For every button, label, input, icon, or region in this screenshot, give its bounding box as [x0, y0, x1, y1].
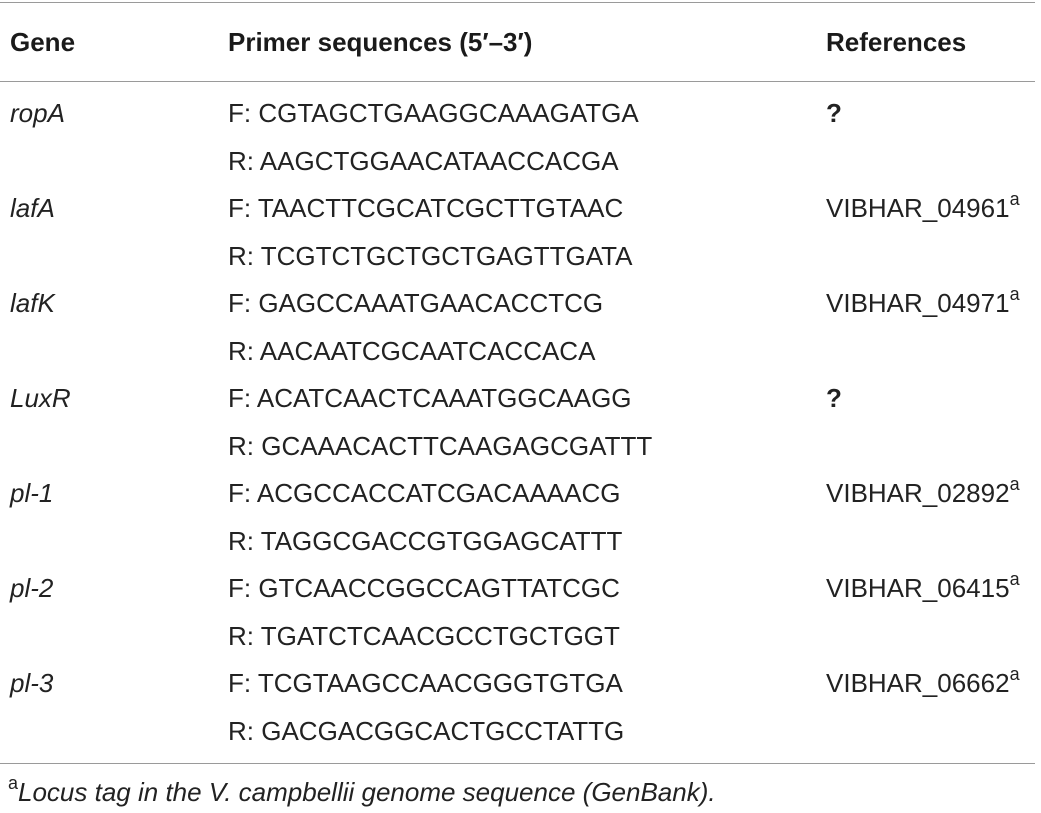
table-body: ropA F: CGTAGCTGAAGGCAAAGATGA? R: AAGCTGGA… [0, 90, 1035, 755]
header-primer-sequences: Primer sequences (5′–3′) [228, 27, 533, 57]
reference-text: ? [826, 383, 842, 413]
header-gene: Gene [10, 27, 76, 57]
gene-name: pl-1 [10, 478, 54, 508]
table-row: pl-3 F: TCGTAAGCCAACGGGTGTGA VIBHAR_06662a [0, 660, 1035, 708]
reference: VIBHAR_06662a [826, 660, 1020, 708]
table-row: LuxR F: ACATCAACTCAAATGGCAAGG? [0, 375, 1035, 423]
reference: VIBHAR_06415a [826, 565, 1020, 613]
gene-name: lafK [10, 288, 55, 318]
footnote-marker: a [8, 773, 19, 794]
reverse-primer: R: AACAATCGCAATCACCACA [228, 335, 596, 366]
reverse-primer: R: TGATCTCAACGCCTGCTGGT [228, 620, 620, 651]
reverse-primer: R: GACGACGGCACTGCCTATTG [228, 715, 625, 746]
forward-primer: F: CGTAGCTGAAGGCAAAGATGA [228, 98, 639, 128]
forward-primer: F: GAGCCAAATGAACACCTCG [228, 288, 604, 318]
reverse-primer: R: TCGTCTGCTGCTGAGTTGATA [228, 240, 633, 271]
reference-superscript: a [1009, 284, 1020, 305]
reference-text: ? [826, 98, 842, 128]
reference: VIBHAR_02892a [826, 470, 1020, 518]
footnote-text: Locus tag in the V. campbellii genome se… [18, 777, 716, 807]
table-header: Gene Primer sequences (5′–3′) References [0, 22, 1035, 62]
reference-text: VIBHAR_04961 [826, 193, 1010, 223]
table-header-rule [0, 81, 1035, 82]
table-row: pl-2 F: GTCAACCGGCCAGTTATCGC VIBHAR_06415a [0, 565, 1035, 613]
table-bottom-rule [0, 763, 1035, 764]
table-row-continuation: R: GCAAACACTTCAAGAGCGATTT [0, 423, 1035, 471]
table-row: ropA F: CGTAGCTGAAGGCAAAGATGA? [0, 90, 1035, 138]
reference-superscript: a [1009, 474, 1020, 495]
forward-primer: F: TCGTAAGCCAACGGGTGTGA [228, 668, 623, 698]
table-row-continuation: R: TGATCTCAACGCCTGCTGGT [0, 613, 1035, 661]
gene-name: pl-3 [10, 668, 54, 698]
reference: VIBHAR_04971a [826, 280, 1020, 328]
table-row: pl-1 F: ACGCCACCATCGACAAAACG VIBHAR_02892a [0, 470, 1035, 518]
forward-primer: F: TAACTTCGCATCGCTTGTAAC [228, 193, 624, 223]
reference-superscript: a [1009, 569, 1020, 590]
table-top-rule [0, 2, 1035, 3]
gene-name: LuxR [10, 383, 71, 413]
reference: VIBHAR_04961a [826, 185, 1020, 233]
table-row-continuation: R: TCGTCTGCTGCTGAGTTGATA [0, 233, 1035, 281]
gene-name: ropA [10, 98, 65, 128]
reference-superscript: a [1009, 664, 1020, 685]
table-row: lafK F: GAGCCAAATGAACACCTCG VIBHAR_04971a [0, 280, 1035, 328]
reference-superscript: a [1009, 189, 1020, 210]
forward-primer: F: ACATCAACTCAAATGGCAAGG [228, 383, 632, 413]
reverse-primer: R: GCAAACACTTCAAGAGCGATTT [228, 430, 653, 461]
header-references: References [826, 27, 967, 57]
table-row-continuation: R: GACGACGGCACTGCCTATTG [0, 708, 1035, 756]
forward-primer: F: GTCAACCGGCCAGTTATCGC [228, 573, 620, 603]
reference-text: VIBHAR_06415 [826, 573, 1010, 603]
reverse-primer: R: AAGCTGGAACATAACCACGA [228, 145, 619, 176]
table-row-continuation: R: TAGGCGACCGTGGAGCATTT [0, 518, 1035, 566]
table-row: lafA F: TAACTTCGCATCGCTTGTAAC VIBHAR_04961… [0, 185, 1035, 233]
gene-name: pl-2 [10, 573, 54, 603]
reference-text: VIBHAR_06662 [826, 668, 1010, 698]
forward-primer: F: ACGCCACCATCGACAAAACG [228, 478, 621, 508]
table-footnote: aLocus tag in the V. campbellii genome s… [8, 772, 716, 812]
reverse-primer: R: TAGGCGACCGTGGAGCATTT [228, 525, 623, 556]
reference: ? [826, 90, 842, 138]
table-row-continuation: R: AAGCTGGAACATAACCACGA [0, 138, 1035, 186]
reference-text: VIBHAR_04971 [826, 288, 1010, 318]
gene-name: lafA [10, 193, 55, 223]
reference: ? [826, 375, 842, 423]
table-row-continuation: R: AACAATCGCAATCACCACA [0, 328, 1035, 376]
reference-text: VIBHAR_02892 [826, 478, 1010, 508]
